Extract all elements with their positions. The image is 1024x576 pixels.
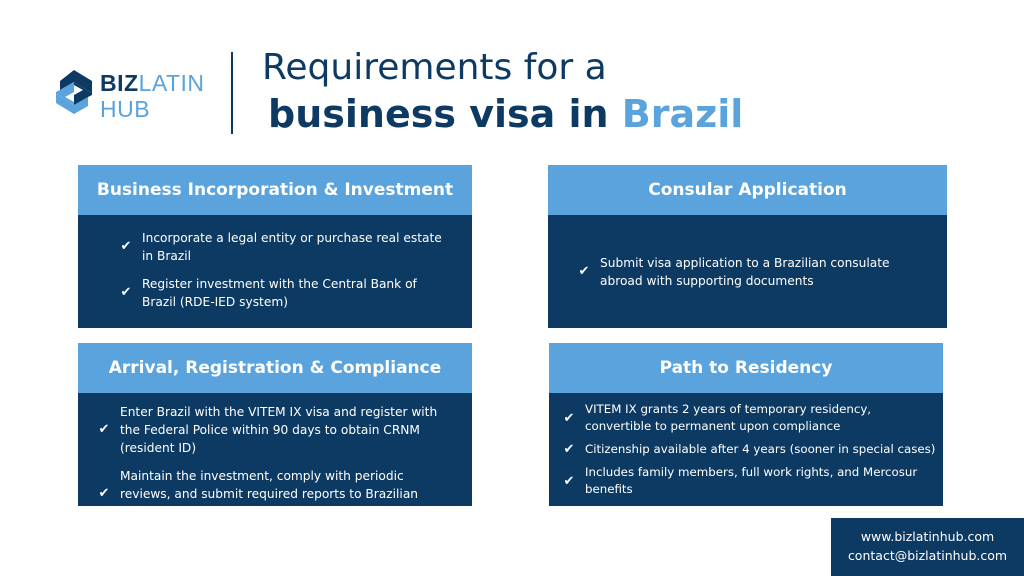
checkmark-icon: ✔ [563,442,575,457]
checkmark-icon: ✔ [563,473,575,489]
list-item-text: Incorporate a legal entity or purchase r… [142,231,442,263]
page-title: Requirements for a business visa in Braz… [262,46,743,138]
title-line2-accent: Brazil [621,92,744,136]
list-item-text: Includes family members, full work right… [585,465,918,496]
checkmark-icon: ✔ [120,239,132,254]
title-line2: business visa in Brazil [262,90,743,138]
contact-box: www.bizlatinhub.com contact@bizlatinhub.… [831,518,1024,576]
checkmark-icon: ✔ [98,422,110,437]
list-item: ✔ VITEM IX grants 2 years of temporary r… [561,401,937,435]
list-item: ✔ Includes family members, full work rig… [561,464,937,498]
list-item: ✔ Enter Brazil with the VITEM IX visa an… [96,403,450,457]
list-item-text: Citizenship available after 4 years (soo… [585,442,936,456]
card-heading: Consular Application [548,165,947,215]
title-line1: Requirements for a [262,47,607,88]
checkmark-icon: ✔ [563,410,575,426]
email-link[interactable]: contact@bizlatinhub.com [847,548,1008,563]
website-link[interactable]: www.bizlatinhub.com [860,529,995,544]
card-arrival-registration: Arrival, Registration & Compliance ✔ Ent… [78,343,472,519]
card-heading: Business Incorporation & Investment [78,165,472,215]
card-body: ✔ Incorporate a legal entity or purchase… [78,215,472,328]
list-item-text: Maintain the investment, comply with per… [120,469,419,519]
card-body: ✔ VITEM IX grants 2 years of temporary r… [549,393,943,506]
list-item-text: Enter Brazil with the VITEM IX visa and … [120,405,438,455]
brand-name-part3: HUB [100,96,151,122]
card-consular-application: Consular Application ✔ Submit visa appli… [548,165,947,328]
bizlatinhub-logo-icon [56,70,92,114]
checkmark-icon: ✔ [98,486,110,501]
list-item-text: Submit visa application to a Brazilian c… [600,255,890,288]
list-item-text: Register investment with the Central Ban… [142,277,417,309]
card-body: ✔ Submit visa application to a Brazilian… [548,215,947,328]
brand-logo: BIZLATIN HUB [52,68,222,124]
brand-name-part2: LATIN [138,70,205,96]
card-business-incorporation: Business Incorporation & Investment ✔ In… [78,165,472,328]
card-path-to-residency: Path to Residency ✔ VITEM IX grants 2 ye… [549,343,943,506]
card-heading: Path to Residency [549,343,943,393]
checkmark-icon: ✔ [578,263,590,279]
card-heading: Arrival, Registration & Compliance [78,343,472,393]
title-line2-main: business visa in [268,92,622,136]
header-divider [231,52,233,134]
list-item-text: VITEM IX grants 2 years of temporary res… [585,402,872,433]
list-item: ✔ Incorporate a legal entity or purchase… [118,229,442,265]
list-item: ✔ Register investment with the Central B… [118,275,442,311]
list-item: ✔ Maintain the investment, comply with p… [96,467,450,521]
checkmark-icon: ✔ [120,285,132,300]
list-item: ✔ Citizenship available after 4 years (s… [561,441,937,458]
brand-name-part1: BIZ [100,70,139,96]
card-body: ✔ Enter Brazil with the VITEM IX visa an… [78,393,472,519]
list-item: ✔ Submit visa application to a Brazilian… [576,254,907,290]
brand-name: BIZLATIN HUB [100,70,205,122]
